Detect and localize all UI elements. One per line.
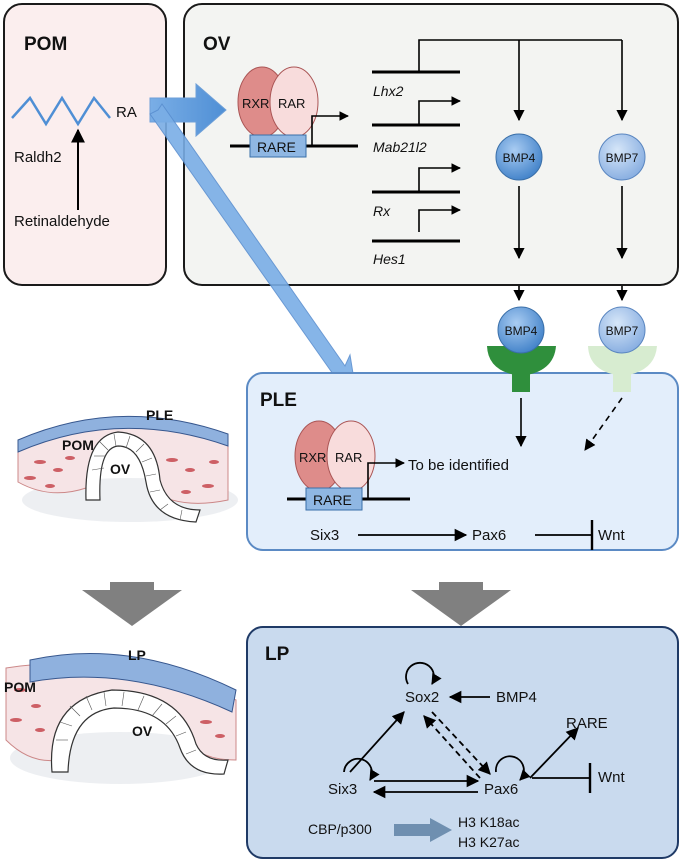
- pax6-to-sox2-arrow: [423, 715, 481, 779]
- acetylation-arrow: [394, 818, 452, 842]
- bmp4-receptor-stem: [512, 372, 530, 392]
- ov-rare-label: RARE: [257, 139, 296, 155]
- bmp7-receptor-complex: BMP7: [588, 306, 657, 392]
- ple-wnt-label: Wnt: [598, 527, 626, 544]
- gene-lhx2: Lhx2: [372, 70, 460, 99]
- illus-top-pom-label: POM: [62, 437, 94, 453]
- lp-layer-shape: [29, 653, 237, 713]
- pom-panel: POM RA Raldh2 Retinaldehyde: [3, 3, 167, 286]
- gene-label: Rx: [373, 203, 391, 219]
- lhx2-branch-line: [418, 39, 622, 72]
- sox2-to-pax6-arrow: [431, 711, 491, 775]
- ple-pax6-label: Pax6: [472, 527, 506, 544]
- bmp4-receptor-complex: BMP4: [487, 306, 556, 392]
- ple-rar-label: RAR: [335, 450, 362, 465]
- pom-substrate-label: Retinaldehyde: [14, 213, 110, 230]
- pom-cell-marks: [24, 456, 219, 494]
- ple-target-label: To be identified: [408, 457, 509, 474]
- ov-transcription-arrow: [311, 111, 349, 146]
- gene-label: Mab21l2: [373, 139, 427, 155]
- left-transition-arrow: [82, 582, 182, 626]
- ple-transcription-arrow: [367, 458, 405, 499]
- right-transition-arrow: [411, 582, 511, 626]
- ov-cell-lines: [56, 691, 197, 755]
- ov-rar-label: RAR: [278, 96, 305, 111]
- ov-cell-lines: [91, 433, 183, 521]
- ple-layer-shape: [17, 415, 229, 453]
- lp-rare-label: RARE: [566, 715, 608, 732]
- gene-rx: Rx: [372, 163, 461, 219]
- bmp7-receptor-stem: [613, 372, 631, 392]
- pax6-autoregulation-arrow: [495, 755, 531, 781]
- ov-panel: OV RXR RAR RARE Lhx2 Mab21l2 Rx: [149, 3, 679, 286]
- illus-bottom-ov-label: OV: [132, 723, 153, 739]
- illus-bottom-lp-label: LP: [128, 647, 146, 663]
- ov-tissue-shape: [85, 431, 201, 523]
- illustration-lp-stage: LP POM OV: [4, 647, 237, 784]
- lp-pax6-label: Pax6: [484, 781, 518, 798]
- lp-mark-1: H3 K18ac: [458, 814, 519, 830]
- gene-label: Lhx2: [373, 83, 404, 99]
- bound-bmp4-label: BMP4: [505, 324, 538, 338]
- pom-title: POM: [24, 34, 67, 55]
- ov-tissue-shape: [50, 689, 229, 775]
- lp-wnt-label: Wnt: [598, 769, 626, 786]
- ov-title: OV: [203, 34, 231, 55]
- illustration-ple-stage: PLE POM OV: [17, 407, 238, 523]
- bound-bmp7-icon: [598, 306, 646, 354]
- bound-bmp7-label: BMP7: [606, 324, 639, 338]
- lp-coactivator-label: CBP/p300: [308, 821, 372, 837]
- gene-mab21l2: Mab21l2: [372, 96, 461, 155]
- pom-product-label: RA: [116, 104, 137, 121]
- bmp7-receptor-icon: [588, 346, 657, 376]
- illus-top-ple-label: PLE: [146, 407, 173, 423]
- lp-six3-label: Six3: [328, 781, 357, 798]
- pom-enzyme-label: Raldh2: [14, 149, 62, 166]
- lp-bmp4-label: BMP4: [496, 689, 537, 706]
- ov-rare-box: [249, 134, 307, 158]
- ov-bmp7-icon: [598, 133, 646, 181]
- sox2-autoregulation-arrow: [405, 661, 442, 685]
- ple-six3-label: Six3: [310, 527, 339, 544]
- ple-panel: PLE RXR RAR RARE To be identified Six3 P…: [246, 372, 679, 551]
- ra-molecule-icon: [11, 95, 111, 127]
- gene-label: Hes1: [373, 251, 406, 267]
- pom-cell-marks: [10, 688, 225, 738]
- six3-to-sox2-arrow: [349, 711, 405, 773]
- ov-bmp4-label: BMP4: [503, 151, 536, 165]
- pom-box: [3, 3, 167, 286]
- gene-hes1: Hes1: [372, 205, 461, 267]
- illus-bottom-pom-label: POM: [4, 679, 36, 695]
- ple-title: PLE: [260, 390, 297, 411]
- lp-panel: LP Sox2 BMP4 RARE Six3 Pax6 Wnt CBP/p300…: [246, 626, 679, 859]
- bound-bmp4-icon: [497, 306, 545, 354]
- lp-mark-2: H3 K27ac: [458, 834, 519, 850]
- ple-rare-box: [305, 487, 363, 511]
- lp-title: LP: [265, 644, 290, 665]
- bmp4-receptor-icon: [487, 346, 556, 376]
- ov-bmp4-icon: [495, 133, 543, 181]
- pax6-to-rare-arrow: [529, 727, 579, 779]
- ple-rxr-label: RXR: [299, 450, 326, 465]
- ple-rare-label: RARE: [313, 492, 352, 508]
- ov-rxr-label: RXR: [242, 96, 269, 111]
- illus-top-ov-label: OV: [110, 461, 131, 477]
- lp-sox2-label: Sox2: [405, 689, 439, 706]
- lp-box: [246, 626, 679, 859]
- ov-bmp7-label: BMP7: [606, 151, 639, 165]
